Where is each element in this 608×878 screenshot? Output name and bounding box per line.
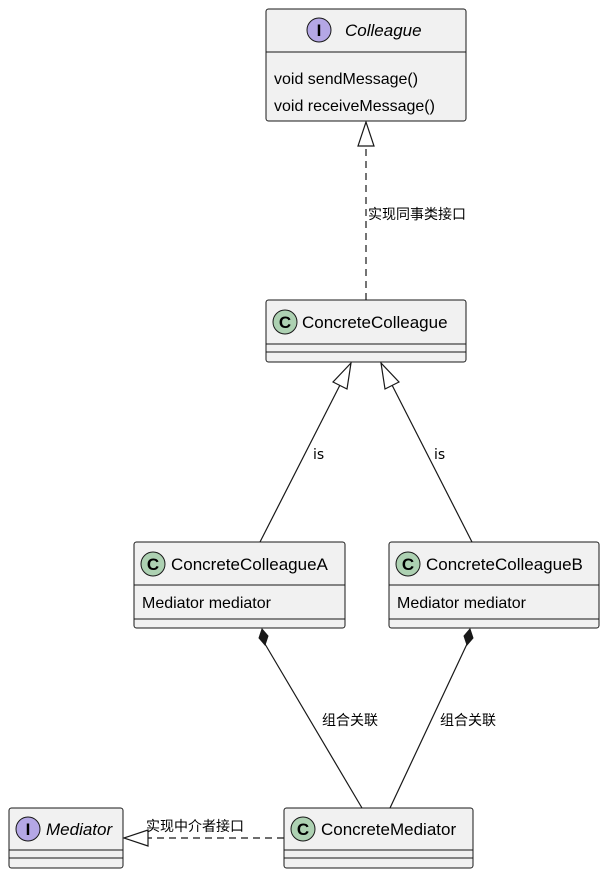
class-name: ConcreteColleagueB: [426, 555, 583, 574]
class-badge-icon: [140, 551, 166, 577]
class-name: ConcreteMediator: [321, 820, 456, 839]
class-name: ConcreteColleague: [302, 313, 448, 332]
class-name: Colleague: [345, 21, 422, 40]
edge-colleague-realization: 实现同事类接口: [357, 120, 466, 300]
class-box-concrete-colleague-b[interactable]: C ConcreteColleagueB Mediator mediator: [388, 541, 600, 629]
edge-line: [391, 384, 473, 543]
realization-arrowhead: [122, 829, 149, 847]
composition-diamond: [258, 628, 269, 646]
edge-label-b-composition: 组合关联: [440, 713, 496, 729]
class-box-concrete-colleague[interactable]: C ConcreteColleague: [265, 299, 467, 363]
edge-b-inheritance: is: [380, 361, 473, 543]
edge-a-inheritance: is: [259, 361, 352, 543]
edge-label-implement-colleague: 实现同事类接口: [368, 206, 466, 223]
edge-b-composition: 组合关联: [389, 628, 496, 809]
class-box-colleague[interactable]: I Colleague void sendMessage() void rece…: [265, 8, 467, 122]
composition-diamond: [463, 628, 474, 646]
class-box-concrete-mediator[interactable]: C ConcreteMediator: [283, 807, 474, 869]
class-name: Mediator: [46, 820, 113, 839]
edge-line: [259, 384, 341, 543]
badge-letter: C: [279, 313, 291, 332]
class-badge-icon: [290, 816, 316, 842]
badge-letter: C: [297, 820, 309, 839]
realization-arrowhead: [357, 120, 375, 147]
interface-badge-icon: [306, 17, 332, 43]
field-mediator: Mediator mediator: [142, 595, 272, 612]
class-name: ConcreteColleagueA: [171, 555, 329, 574]
method-send-message: void sendMessage(): [274, 71, 418, 88]
edge-label-implement-mediator: 实现中介者接口: [146, 818, 244, 835]
class-box-mediator[interactable]: I Mediator: [8, 807, 124, 869]
edge-line: [389, 643, 468, 809]
inheritance-arrowhead: [332, 361, 352, 390]
interface-badge-icon: [15, 816, 41, 842]
class-badge-icon: [272, 309, 298, 335]
badge-letter: I: [26, 820, 31, 839]
inheritance-arrowhead: [380, 361, 400, 390]
class-badge-icon: [395, 551, 421, 577]
class-box-frame: [283, 807, 474, 869]
edge-label-a-is: is: [313, 447, 324, 463]
method-receive-message: void receiveMessage(): [274, 98, 435, 115]
field-mediator: Mediator mediator: [397, 595, 527, 612]
badge-letter: I: [317, 21, 322, 40]
edge-line: [264, 643, 363, 809]
edge-a-composition: 组合关联: [258, 628, 378, 809]
edge-mediator-realization: 实现中介者接口: [122, 818, 284, 847]
edge-label-b-is: is: [434, 447, 445, 463]
class-box-concrete-colleague-a[interactable]: C ConcreteColleagueA Mediator mediator: [133, 541, 346, 629]
edge-label-a-composition: 组合关联: [322, 713, 378, 729]
badge-letter: C: [402, 555, 414, 574]
class-box-frame: [265, 299, 467, 363]
badge-letter: C: [147, 555, 159, 574]
